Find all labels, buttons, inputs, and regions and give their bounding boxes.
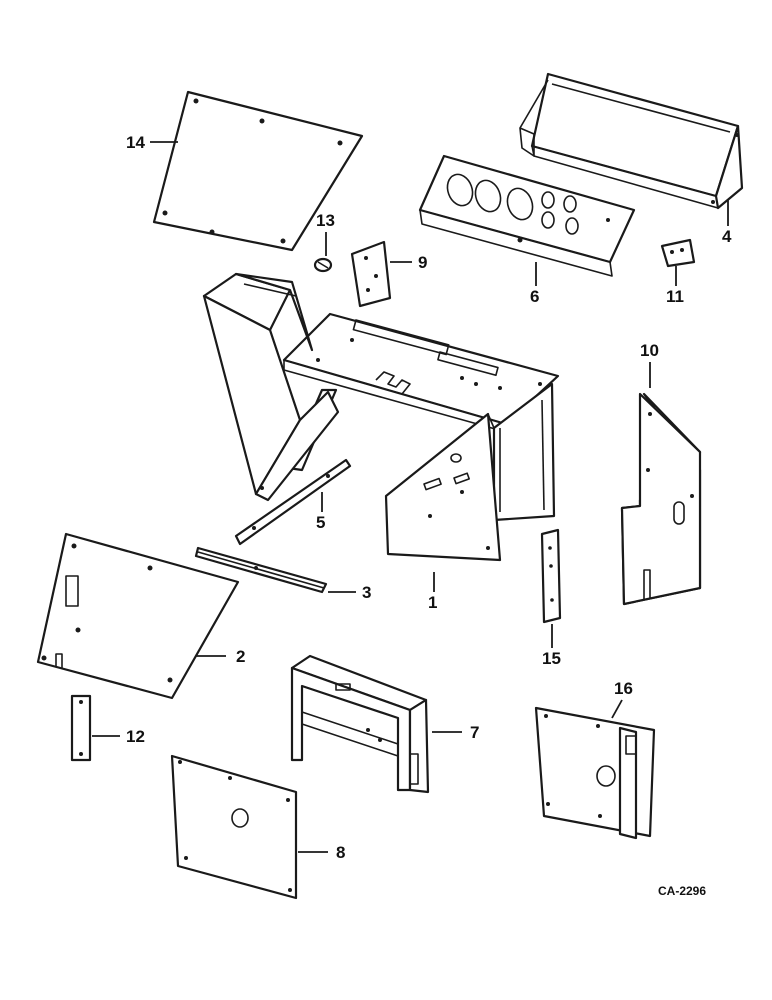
callout-9: 9 xyxy=(418,253,427,272)
part-15-plate xyxy=(540,528,562,624)
part-16-panel xyxy=(534,706,656,840)
callout-12: 12 xyxy=(126,727,145,746)
part-6-gauge-panel xyxy=(418,154,636,277)
callout-11: 11 xyxy=(666,287,684,306)
part-12-strip xyxy=(70,694,92,762)
callout-16: 16 xyxy=(614,679,633,698)
part-2-panel xyxy=(36,532,240,700)
callout-10: 10 xyxy=(640,341,659,360)
part-1-support-frame xyxy=(282,312,560,562)
callout-3: 3 xyxy=(362,583,371,602)
part-7-frame xyxy=(290,654,430,794)
part-3-angle-bar xyxy=(194,546,328,594)
callout-7: 7 xyxy=(470,723,479,742)
callout-14: 14 xyxy=(126,133,145,152)
part-5-strip xyxy=(234,458,352,546)
callout-2: 2 xyxy=(236,647,245,666)
callout-1: 1 xyxy=(428,593,437,612)
part-9-plate xyxy=(350,240,392,308)
part-11-bracket xyxy=(660,238,696,268)
callout-6: 6 xyxy=(530,287,539,306)
reference-code: CA-2296 xyxy=(658,884,706,898)
callout-15: 15 xyxy=(542,649,561,668)
part-13-knob xyxy=(313,257,333,273)
part-8-plate xyxy=(170,754,298,900)
callout-13: 13 xyxy=(316,211,335,230)
callout-labels: 1 2 3 4 5 6 7 8 9 10 11 12 13 14 15 16 xyxy=(126,133,732,862)
part-duct-assembly xyxy=(202,272,340,502)
part-14-panel xyxy=(152,90,364,252)
leader-lines xyxy=(92,141,729,853)
callout-4: 4 xyxy=(722,227,732,246)
part-10-panel xyxy=(620,392,702,606)
part-4-channel xyxy=(519,72,744,210)
callout-5: 5 xyxy=(316,513,325,532)
callout-8: 8 xyxy=(336,843,345,862)
